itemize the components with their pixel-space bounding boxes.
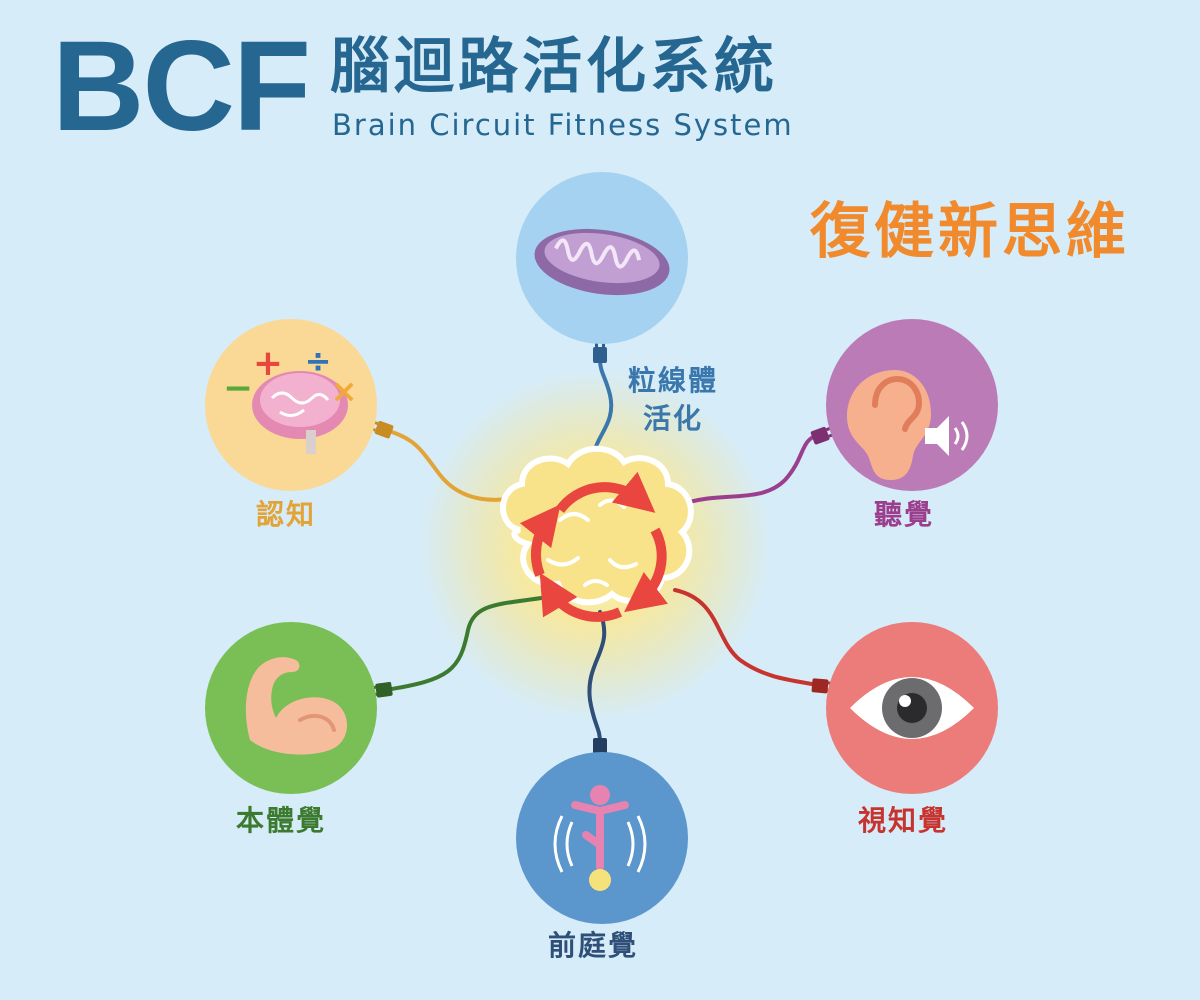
cable-vestibular: [587, 610, 607, 744]
page-subtitle: Brain Circuit Fitness System: [332, 108, 794, 142]
slogan: 復健新思維: [810, 197, 1130, 267]
svg-text:+: +: [253, 343, 283, 384]
math-brain-icon: + ÷ − ×: [223, 342, 357, 454]
node-label-mitochondria-line1: 粒線體: [628, 364, 719, 397]
svg-text:÷: ÷: [305, 342, 332, 380]
node-label-cognition: 認知: [256, 498, 317, 531]
node-label-auditory: 聽覺: [874, 498, 935, 531]
mitochondria-icon: [534, 228, 670, 296]
plug-mitochondria: [593, 340, 607, 363]
eye-icon: [850, 677, 974, 739]
brand-logo-text: BCF: [52, 15, 311, 158]
node-label-vestibular: 前庭覺: [548, 929, 639, 962]
node-label-proprioception: 本體覺: [236, 804, 327, 837]
page-title: 腦迴路活化系統: [330, 32, 778, 102]
header: BCF 腦迴路活化系統 Brain Circuit Fitness System: [52, 22, 872, 152]
svg-text:−: −: [223, 368, 253, 409]
balance-figure-icon: [553, 785, 647, 891]
node-label-mitochondria: 粒線體 活化: [628, 362, 718, 438]
node-label-mitochondria-line2: 活化: [643, 402, 704, 435]
cable-auditory: [678, 433, 820, 507]
glowing-brain-cycle-icon: [500, 445, 694, 622]
cable-visual: [673, 588, 820, 687]
cable-cognition: [390, 430, 532, 502]
svg-text:×: ×: [331, 372, 358, 410]
cable-proprioception: [383, 593, 562, 692]
ear-speaker-icon: [847, 370, 969, 480]
node-label-visual: 視知覺: [858, 804, 949, 837]
flexed-arm-icon: [245, 657, 348, 755]
